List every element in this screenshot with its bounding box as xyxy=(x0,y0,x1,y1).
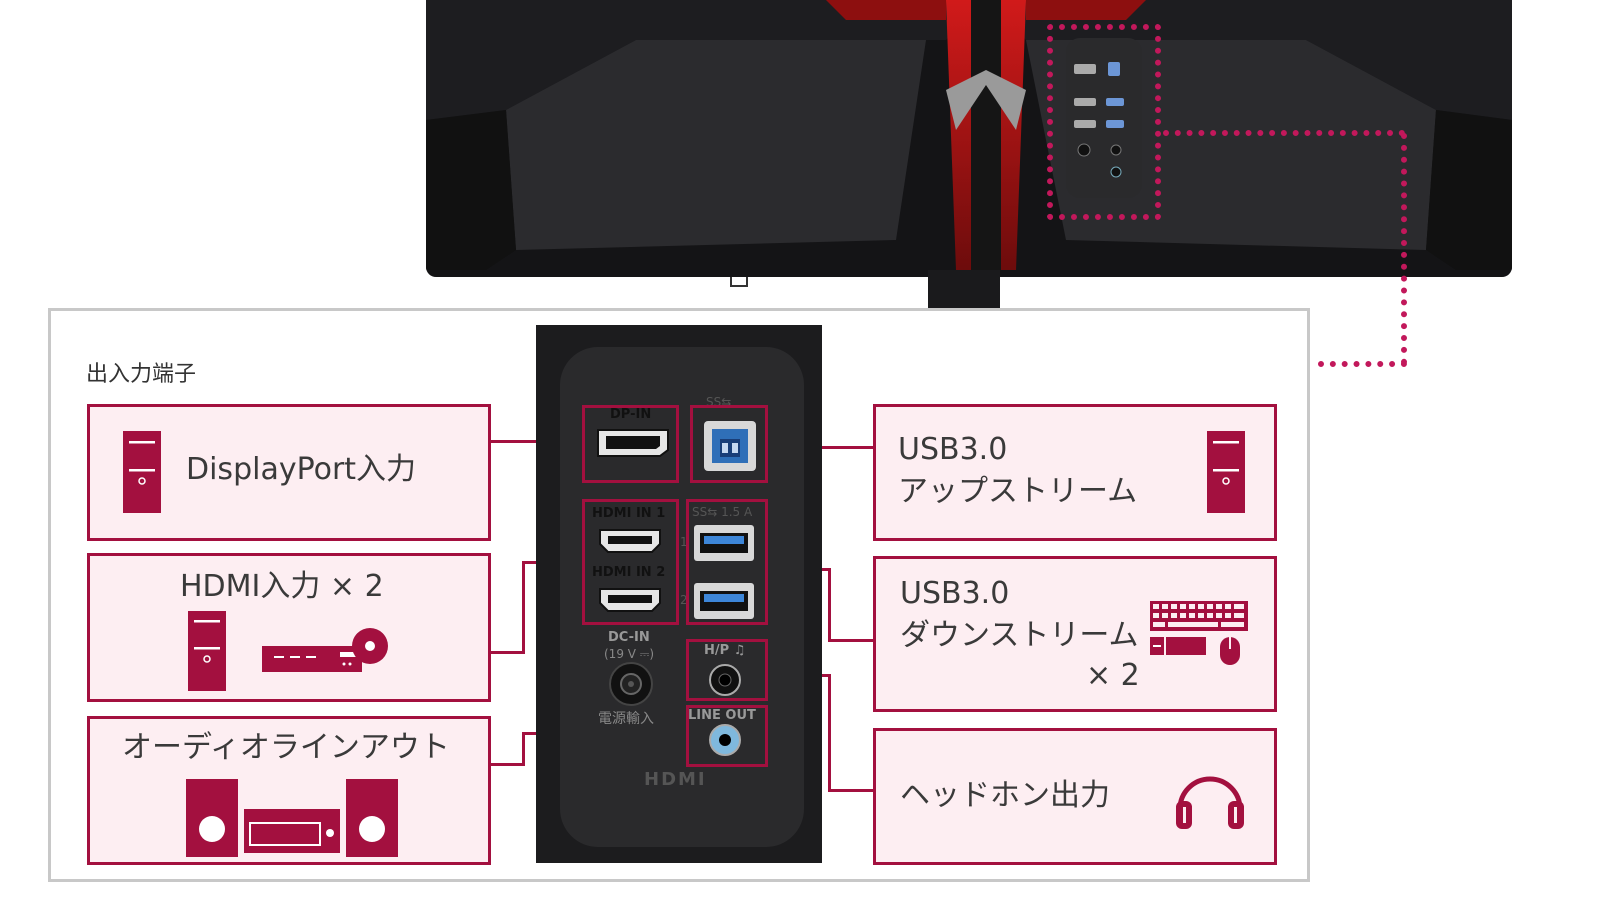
hdmi-highlight xyxy=(582,499,679,625)
usb-downstream-box: USB3.0 ダウンストリーム × 2 xyxy=(873,556,1277,712)
dotted-connector-h2 xyxy=(1318,361,1407,367)
dp-highlight xyxy=(582,405,679,483)
displayport-box: DisplayPort入力 xyxy=(87,404,491,541)
pc-tower-icon xyxy=(1207,431,1245,513)
hp-highlight xyxy=(686,639,768,701)
usb-a-port-1-icon xyxy=(694,525,754,561)
dotted-connector-v xyxy=(1401,133,1407,365)
hdmi-label: HDMI入力 × 2 xyxy=(180,569,384,604)
section-title: 出入力端子 xyxy=(86,362,197,387)
connector-usb-down-c xyxy=(828,639,873,642)
dc-power-port-icon xyxy=(608,661,654,707)
hdmi-port-2-icon xyxy=(598,587,662,613)
connector-hdmi-b xyxy=(522,561,525,654)
connector-audio-a xyxy=(491,763,525,766)
port-highlight-frame xyxy=(1047,24,1161,220)
hdmi-port-1-icon xyxy=(598,528,662,554)
monitor-clip xyxy=(730,277,748,287)
usb-downstream-line2: ダウンストリーム xyxy=(900,618,1139,653)
usb-downstream-line1: USB3.0 xyxy=(900,576,1010,611)
usb-port-number-2: 2 xyxy=(680,593,688,607)
usb-upstream-box: USB3.0 アップストリーム xyxy=(873,404,1277,541)
usb-upstream-line2: アップストリーム xyxy=(898,474,1138,509)
headphone-box: ヘッドホン出力 xyxy=(873,728,1277,865)
monitor-stand xyxy=(928,270,1000,310)
connector-audio-b xyxy=(522,732,525,766)
dotted-connector-h1 xyxy=(1163,130,1405,136)
headphone-jack-icon xyxy=(708,663,742,697)
audio-label: オーディオラインアウト xyxy=(122,730,450,765)
power-jp-label: 電源輸入 xyxy=(598,711,654,727)
line-out-highlight xyxy=(686,705,768,767)
pc-tower-icon xyxy=(123,431,161,513)
hdmi-in-2-label: HDMI IN 2 xyxy=(592,565,666,580)
hdmi-logo: HDMI xyxy=(644,769,707,790)
connector-hdmi-a xyxy=(491,651,525,654)
line-out-jack-icon xyxy=(708,723,742,757)
displayport-label: DisplayPort入力 xyxy=(186,452,417,487)
displayport-port-icon xyxy=(596,428,670,458)
headphone-label: ヘッドホン出力 xyxy=(900,778,1110,813)
stereo-system-icon xyxy=(186,779,398,859)
usb-upstream-line1: USB3.0 xyxy=(898,432,1008,467)
disc-player-icon xyxy=(260,626,390,676)
hp-label: H/P ♫ xyxy=(704,643,746,658)
usb-port-number-1: 1 xyxy=(680,535,688,549)
line-out-label: LINE OUT xyxy=(688,708,756,723)
usb-b-port-icon xyxy=(704,421,756,471)
keyboard-mouse-icon xyxy=(1150,601,1250,667)
usb-downstream-line3: × 2 xyxy=(1086,658,1140,693)
dc-in-label: DC-IN xyxy=(608,630,650,645)
connector-hp-c xyxy=(828,789,873,792)
hdmi-box: HDMI入力 × 2 xyxy=(87,553,491,702)
usb-b-highlight xyxy=(690,405,768,483)
audio-box: オーディオラインアウト xyxy=(87,716,491,865)
dp-in-label: DP-IN xyxy=(610,407,652,422)
usb-a-port-2-icon xyxy=(694,583,754,619)
pc-tower-icon xyxy=(188,611,226,691)
connector-hp-b xyxy=(828,674,831,792)
headphones-icon xyxy=(1172,759,1248,831)
port-closeup: DP-IN SS⇆ HDMI IN 1 HDMI IN 2 SS⇆ 1.5 A … xyxy=(536,325,822,863)
monitor-back xyxy=(426,0,1512,277)
usb-ss-rating: SS⇆ 1.5 A xyxy=(692,505,753,519)
dc-volt-label: (19 V ⎓) xyxy=(604,647,655,661)
hdmi-in-1-label: HDMI IN 1 xyxy=(592,506,666,521)
connector-usb-down-b xyxy=(828,568,831,642)
usb-a-highlight xyxy=(686,499,768,625)
